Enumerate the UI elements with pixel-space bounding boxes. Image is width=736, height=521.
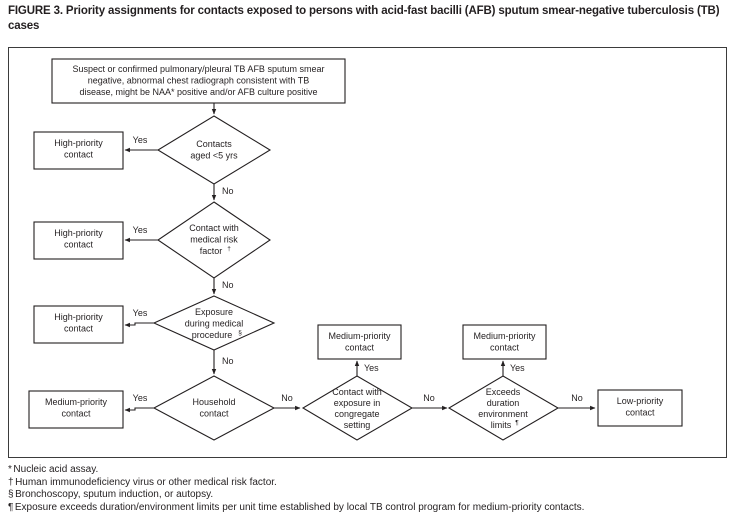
- d2-no-label: No: [222, 280, 234, 290]
- decision-contacts-aged-under-5: Contacts aged <5 yrs: [156, 115, 272, 185]
- start-box: Suspect or confirmed pulmonary/pleural T…: [51, 58, 346, 104]
- d1-line-1: Contacts: [196, 139, 232, 149]
- medium-priority-2-line-2: contact: [345, 343, 375, 353]
- medium-priority-3-line-2: contact: [490, 343, 520, 353]
- footnote-text: Exposure exceeds duration/environment li…: [14, 501, 585, 513]
- d6-line-4: limits: [491, 420, 512, 430]
- d1-yes-label: Yes: [133, 135, 148, 145]
- d2-line-2: medical risk: [190, 235, 238, 245]
- page-title: FIGURE 3. Priority assignments for conta…: [8, 5, 720, 32]
- d5-line-3: congregate: [334, 409, 379, 419]
- start-box-line-3: disease, might be NAA* positive and/or A…: [79, 87, 317, 97]
- outcome-high-priority-2: High-priority contact: [33, 221, 124, 260]
- d1-line-2: aged <5 yrs: [190, 151, 238, 161]
- d3-line-3: procedure: [192, 330, 233, 340]
- footnote-item: *Nucleic acid assay.: [8, 464, 732, 477]
- high-priority-3-line-2: contact: [64, 324, 94, 334]
- footnote-text: Nucleic acid assay.: [13, 464, 99, 475]
- chart-frame: [8, 47, 727, 458]
- footnote-mark: ¶: [8, 501, 14, 513]
- connector-d3-yes: [124, 322, 154, 328]
- d3-line-2: during medical: [185, 319, 244, 329]
- d6-yes-label: Yes: [510, 363, 525, 373]
- start-box-line-1: Suspect or confirmed pulmonary/pleural T…: [73, 64, 325, 74]
- medium-priority-1-line-1: Medium-priority: [45, 397, 108, 407]
- high-priority-3-line-1: High-priority: [54, 312, 103, 322]
- d4-yes-label: Yes: [133, 393, 148, 403]
- outcome-medium-priority-1: Medium-priority contact: [28, 390, 124, 429]
- high-priority-2-line-2: contact: [64, 240, 94, 250]
- d3-footnote-mark: §: [238, 330, 242, 337]
- decision-exceeds-duration-environment-limits: Exceeds duration environment limits ¶: [447, 375, 560, 441]
- medium-priority-3-line-1: Medium-priority: [473, 331, 536, 341]
- decision-exposure-during-medical-procedure: Exposure during medical procedure §: [152, 295, 276, 351]
- d6-footnote-mark: ¶: [515, 420, 519, 427]
- d5-line-2: exposure in: [334, 398, 381, 408]
- high-priority-2-line-1: High-priority: [54, 228, 103, 238]
- low-priority-1-line-1: Low-priority: [617, 396, 664, 406]
- d2-line-1: Contact with: [189, 223, 239, 233]
- connector-d4-yes: [124, 407, 154, 413]
- decision-contact-with-medical-risk-factor: Contact with medical risk factor †: [157, 201, 271, 279]
- footnote-mark: §: [8, 489, 14, 501]
- d1-no-label: No: [222, 186, 234, 196]
- medium-priority-1-line-2: contact: [61, 409, 91, 419]
- d5-no-label: No: [423, 393, 435, 403]
- d5-line-1: Contact with: [332, 387, 382, 397]
- high-priority-1-line-2: contact: [64, 150, 94, 160]
- medium-priority-2-line-1: Medium-priority: [328, 331, 391, 341]
- footnote-text: Bronchoscopy, sputum induction, or autop…: [15, 489, 214, 501]
- outcome-high-priority-3: High-priority contact: [33, 305, 124, 344]
- footnote-mark: †: [8, 476, 14, 488]
- outcome-medium-priority-3: Medium-priority contact: [462, 324, 547, 360]
- footnote-item: †Human immunodeficiency virus or other m…: [8, 477, 732, 490]
- decision-contact-with-exposure-in-congregate-setting: Contact with exposure in congregate sett…: [301, 375, 414, 441]
- d4-no-label: No: [281, 393, 293, 403]
- footnote-item: ¶Exposure exceeds duration/environment l…: [8, 502, 732, 515]
- d3-yes-label: Yes: [133, 308, 148, 318]
- d6-line-1: Exceeds: [486, 387, 521, 397]
- d6-line-3: environment: [478, 409, 528, 419]
- d5-line-4: setting: [344, 420, 371, 430]
- d6-line-2: duration: [487, 398, 520, 408]
- d2-yes-label: Yes: [133, 225, 148, 235]
- d2-line-3: factor: [200, 246, 223, 256]
- footnote-mark: *: [8, 464, 12, 475]
- d4-line-2: contact: [199, 409, 229, 419]
- d2-footnote-mark: †: [227, 246, 231, 253]
- high-priority-1-line-1: High-priority: [54, 138, 103, 148]
- outcome-high-priority-1: High-priority contact: [33, 131, 124, 170]
- d6-no-label: No: [571, 393, 583, 403]
- d4-line-1: Household: [192, 397, 235, 407]
- low-priority-1-line-2: contact: [625, 408, 655, 418]
- start-box-line-2: negative, abnormal chest radiograph cons…: [88, 76, 309, 86]
- footnote-item: §Bronchoscopy, sputum induction, or auto…: [8, 489, 732, 502]
- outcome-low-priority-1: Low-priority contact: [597, 389, 683, 427]
- footnote-text: Human immunodeficiency virus or other me…: [15, 476, 277, 488]
- d3-no-label: No: [222, 356, 234, 366]
- footnotes-list: *Nucleic acid assay. †Human immunodefici…: [8, 464, 732, 514]
- outcome-medium-priority-2: Medium-priority contact: [317, 324, 402, 360]
- d3-line-1: Exposure: [195, 307, 233, 317]
- d5-yes-label: Yes: [364, 363, 379, 373]
- decision-household-contact: Household contact: [152, 375, 276, 441]
